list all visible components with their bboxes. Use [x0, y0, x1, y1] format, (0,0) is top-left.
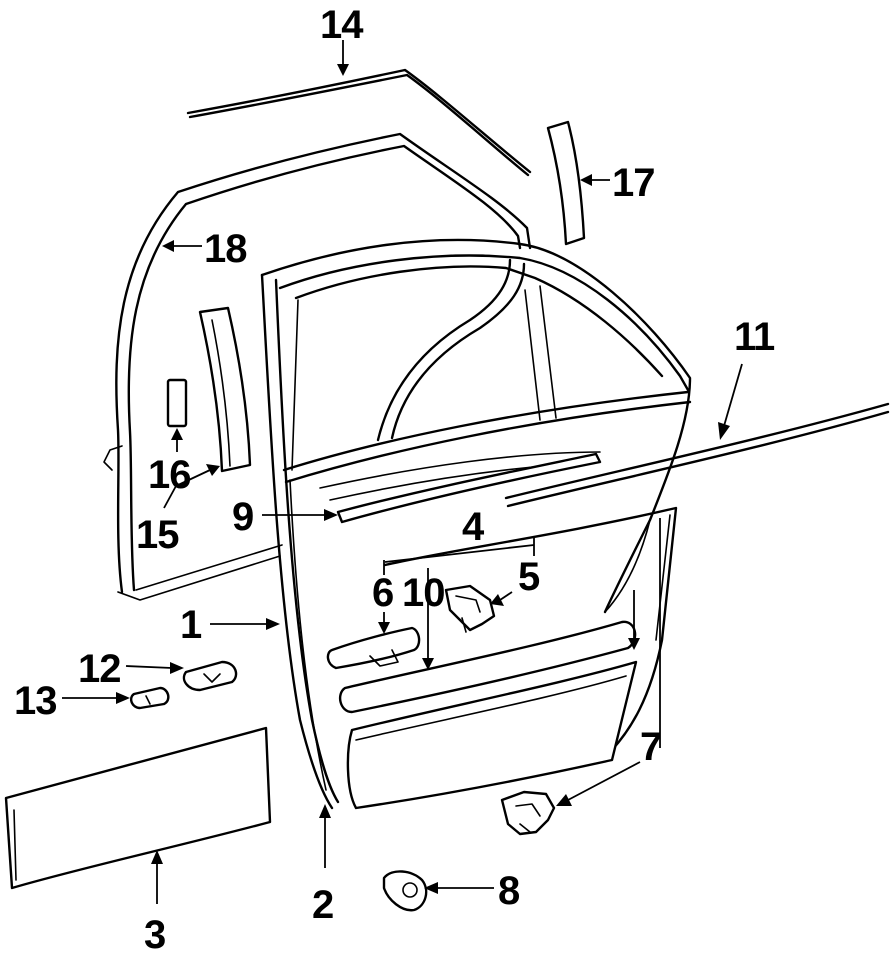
callout-15: 15 — [136, 513, 179, 557]
callout-10: 10 — [402, 571, 445, 615]
callout-17: 17 — [612, 161, 655, 205]
part-13-clip — [129, 686, 170, 710]
part-16-trim-piece — [166, 378, 188, 428]
callout-9: 9 — [232, 495, 253, 539]
callout-14: 14 — [320, 3, 364, 47]
callout-3: 3 — [144, 913, 165, 957]
callout-5: 5 — [518, 555, 540, 599]
part-9-belt-molding — [336, 452, 602, 524]
callout-18: 18 — [204, 227, 247, 271]
part-8-grommet — [382, 870, 428, 912]
callout-12: 12 — [78, 647, 121, 691]
part-3-water-deflector — [4, 726, 272, 890]
callout-11: 11 — [734, 315, 775, 359]
part-18-weatherstrip — [103, 132, 532, 601]
part-5-bezel — [444, 584, 496, 633]
part-17-window-molding — [546, 120, 586, 246]
callout-8: 8 — [498, 869, 520, 913]
part-1-door-shell — [260, 238, 692, 810]
leader-lines — [62, 40, 743, 904]
callout-6: 6 — [372, 571, 393, 615]
part-6-inside-handle — [326, 626, 421, 670]
callout-13: 13 — [14, 679, 57, 723]
part-11-side-molding — [504, 402, 890, 508]
part-7-clip — [500, 790, 556, 836]
part-15-frame-molding — [198, 306, 252, 473]
callout-4: 4 — [462, 505, 485, 549]
callout-7: 7 — [640, 725, 661, 769]
part-12-escutcheon — [182, 660, 238, 692]
part-14-drip-molding — [186, 68, 532, 177]
callout-16: 16 — [148, 453, 191, 497]
callout-1: 1 — [180, 603, 202, 647]
callout-2: 2 — [312, 883, 333, 927]
callouts: 14 17 18 11 16 15 9 4 5 6 10 1 12 13 7 2… — [14, 3, 776, 957]
part-4-trim-panel — [338, 506, 678, 810]
